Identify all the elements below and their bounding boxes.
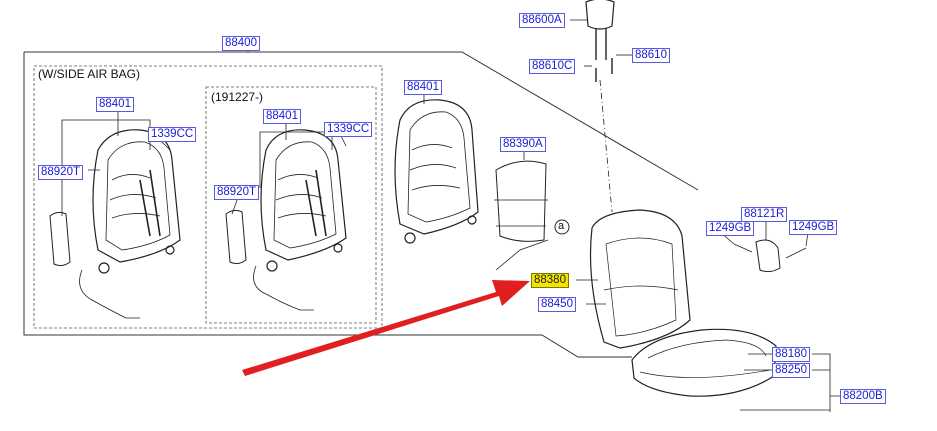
ref-circle-label: a: [558, 220, 565, 232]
part-label-1249gb-right[interactable]: 1249GB: [789, 220, 838, 235]
headrest: [585, 0, 615, 82]
date-group-box: [205, 86, 377, 324]
part-label-88380[interactable]: 88380: [531, 273, 569, 288]
airbag-module-1: [49, 211, 140, 319]
part-label-88401-airbag[interactable]: 88401: [96, 97, 134, 112]
airbag-group-box: [33, 65, 383, 329]
seatback-frame-1: [92, 129, 181, 274]
part-label-88121r[interactable]: 88121R: [741, 207, 788, 222]
part-label-88180[interactable]: 88180: [772, 347, 810, 362]
headrest-guide-line: [599, 79, 613, 213]
part-label-88401-standard[interactable]: 88401: [404, 80, 442, 95]
part-label-88400[interactable]: 88400: [222, 36, 260, 51]
part-label-88600a[interactable]: 88600A: [519, 13, 565, 28]
part-label-88401-dated[interactable]: 88401: [263, 109, 301, 124]
part-label-88610[interactable]: 88610: [632, 48, 670, 63]
part-label-88450[interactable]: 88450: [538, 297, 576, 312]
part-label-88250[interactable]: 88250: [772, 363, 810, 378]
assembly-outline: [24, 51, 699, 191]
part-label-88200b[interactable]: 88200B: [840, 389, 886, 404]
part-label-88610c[interactable]: 88610C: [529, 59, 576, 74]
assembly-outline-bottom: [23, 52, 632, 358]
back-board: [494, 160, 549, 271]
part-label-1339cc-airbag[interactable]: 1339CC: [148, 127, 197, 142]
side-bracket: [733, 239, 807, 273]
seatback-frame-2: [260, 129, 347, 272]
part-label-88920t-airbag[interactable]: 88920T: [38, 165, 84, 180]
ref-circle-a: [554, 219, 570, 235]
part-label-88920t-dated[interactable]: 88920T: [214, 185, 260, 200]
seatback-frame-3: [394, 99, 479, 244]
red-arrow: [242, 280, 530, 376]
seatback-cover: [589, 209, 691, 349]
part-label-1339cc-dated[interactable]: 1339CC: [324, 122, 373, 137]
date-code-note: (191227-): [211, 90, 264, 104]
part-label-88390a[interactable]: 88390A: [500, 137, 546, 152]
airbag-module-2: [225, 209, 314, 311]
side-airbag-note: (W/SIDE AIR BAG): [38, 67, 141, 81]
part-label-1249gb-left[interactable]: 1249GB: [706, 221, 755, 236]
